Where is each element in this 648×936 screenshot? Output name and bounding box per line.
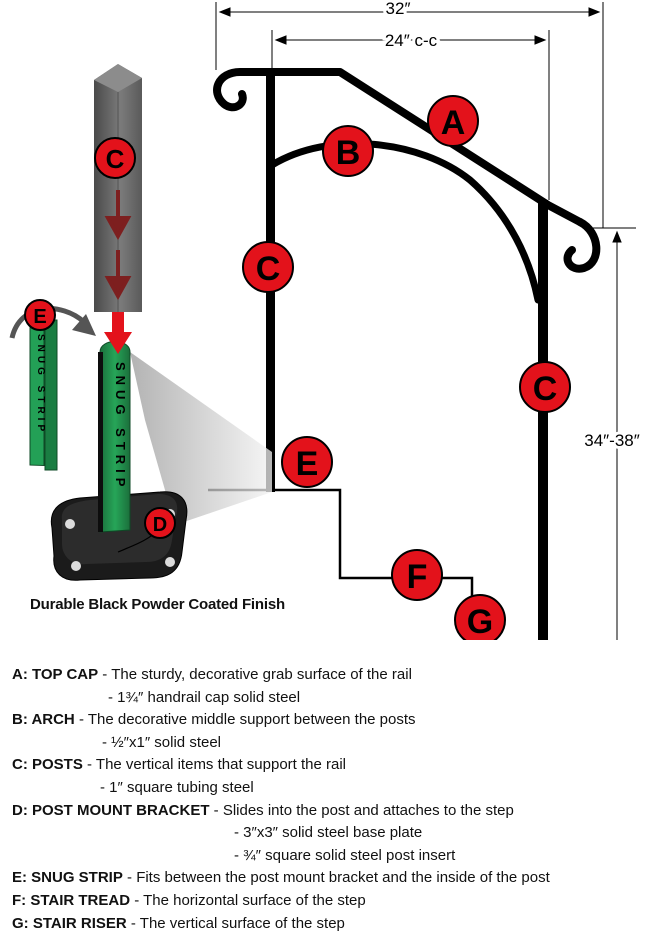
stair-outline (208, 488, 474, 640)
right-post (538, 200, 548, 640)
svg-text:A: A (441, 104, 466, 142)
svg-text:C: C (533, 370, 558, 408)
legend-term: F: STAIR TREAD (12, 891, 131, 909)
legend-term: A: TOP CAP (12, 666, 99, 683)
snug-strip-zoom-shadow (130, 352, 272, 525)
legend-description: - The vertical surface of the step (126, 914, 345, 932)
callout-e-stair: E (281, 436, 333, 488)
legend-detail: - ¾″ square solid steel post insert (234, 846, 456, 864)
callout-c-exploded-post: C (94, 137, 136, 179)
legend-row-posts: C: POSTS - The vertical items that suppo… (12, 754, 644, 777)
legend-detail: - 3″x3″ solid steel base plate (234, 824, 423, 842)
legend-term: B: ARCH (12, 711, 75, 729)
legend-description: - The horizontal surface of the step (130, 891, 366, 909)
legend-detail: - 1″ square tubing steel (100, 778, 254, 796)
svg-text:B: B (336, 134, 361, 172)
insert-down-arrow (104, 312, 132, 354)
down-arrows (104, 190, 132, 301)
svg-text:C: C (106, 144, 125, 174)
post-spacing-label: 24″ c-c (385, 31, 438, 50)
legend-term: C: POSTS (12, 756, 83, 774)
left-scroll (213, 68, 274, 112)
legend: A: TOP CAP - The sturdy, decorative grab… (12, 664, 644, 935)
callout-c-left-post: C (242, 241, 294, 293)
callout-d: D (144, 507, 176, 539)
legend-row-snug-strip: E: SNUG STRIP - Fits between the post mo… (12, 867, 644, 890)
legend-detail: - ½″x1″ solid steel (102, 733, 222, 751)
legend-description: - Slides into the post and attaches to t… (209, 801, 514, 819)
svg-text:C: C (256, 250, 281, 288)
legend-row-post-mount-bracket: D: POST MOUNT BRACKET - Slides into the … (12, 800, 644, 823)
svg-text:E: E (296, 445, 319, 483)
svg-text:E: E (33, 306, 46, 328)
callout-f: F (391, 549, 443, 601)
legend-description: - The sturdy, decorative grab surface of… (98, 666, 412, 683)
arch (268, 140, 542, 304)
callout-a: A (427, 95, 479, 147)
railing-diagram: 32″ 24″ c-c 34″-38″ SNUG STRIP (9, 0, 640, 640)
callout-b: B (322, 125, 374, 177)
legend-row-stair-tread: F: STAIR TREAD - The horizontal surface … (12, 890, 644, 913)
legend-description: - The vertical items that support the ra… (82, 756, 347, 774)
snug-strip-installed: SNUG STRIP (98, 341, 131, 533)
legend-term: E: SNUG STRIP (12, 869, 123, 887)
overall-width-label: 32″ (386, 0, 411, 18)
legend-term: G: STAIR RISER (12, 914, 127, 932)
dimension-lines (215, 2, 636, 640)
callout-e-strip: E (24, 299, 56, 331)
legend-row-arch: B: ARCH - The decorative middle support … (12, 709, 644, 732)
legend-description: - Fits between the post mount bracket an… (122, 869, 550, 887)
snug-strip-loose: SNUG STRIP (29, 318, 58, 471)
legend-row-top-cap: A: TOP CAP - The sturdy, decorative grab… (12, 664, 644, 687)
callout-c-right-post: C (519, 361, 571, 413)
svg-text:D: D (153, 514, 167, 536)
svg-text:F: F (407, 558, 428, 596)
callout-g: G (454, 594, 506, 640)
svg-text:SNUG STRIP: SNUG STRIP (35, 334, 46, 435)
svg-text:G: G (467, 603, 493, 640)
legend-description: - The decorative middle support between … (74, 711, 416, 729)
height-range-label: 34″-38″ (584, 431, 640, 450)
right-scroll (563, 218, 601, 273)
svg-text:SNUG STRIP: SNUG STRIP (113, 362, 128, 491)
legend-detail: - 1¾″ handrail cap solid steel (108, 688, 301, 706)
legend-term: D: POST MOUNT BRACKET (12, 801, 210, 819)
finish-caption: Durable Black Powder Coated Finish (30, 596, 285, 613)
legend-row-stair-riser: G: STAIR RISER - The vertical surface of… (12, 913, 644, 936)
